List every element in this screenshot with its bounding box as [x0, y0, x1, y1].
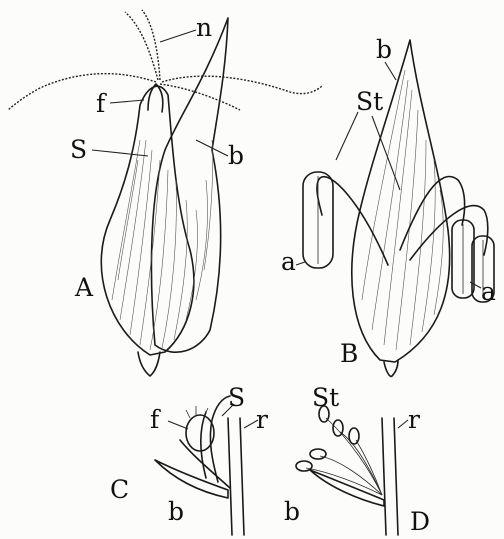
label-a-right: a: [481, 277, 496, 306]
label-c-b: b: [168, 497, 184, 526]
label-a-figure: A: [74, 273, 94, 302]
label-c-s: S: [228, 383, 245, 412]
label-d-r: r: [408, 405, 420, 434]
label-c-r: r: [256, 405, 268, 434]
label-c-f: f: [150, 405, 161, 434]
label-s: S: [70, 135, 87, 164]
label-f: f: [96, 89, 107, 118]
label-n: n: [196, 13, 212, 42]
label-st: St: [356, 87, 383, 116]
figure-a-drawing: [8, 10, 322, 376]
figure-b-drawing: [303, 40, 494, 376]
label-d-st: St: [312, 383, 339, 412]
figure-d-drawing: [296, 406, 398, 535]
label-b-a: b: [228, 141, 244, 170]
label-d-figure: D: [410, 507, 430, 536]
label-c-figure: C: [110, 475, 129, 504]
label-d-b: b: [284, 497, 300, 526]
label-b-figure: B: [340, 339, 358, 368]
label-b-b: b: [376, 35, 392, 64]
label-a-left: a: [281, 247, 296, 276]
